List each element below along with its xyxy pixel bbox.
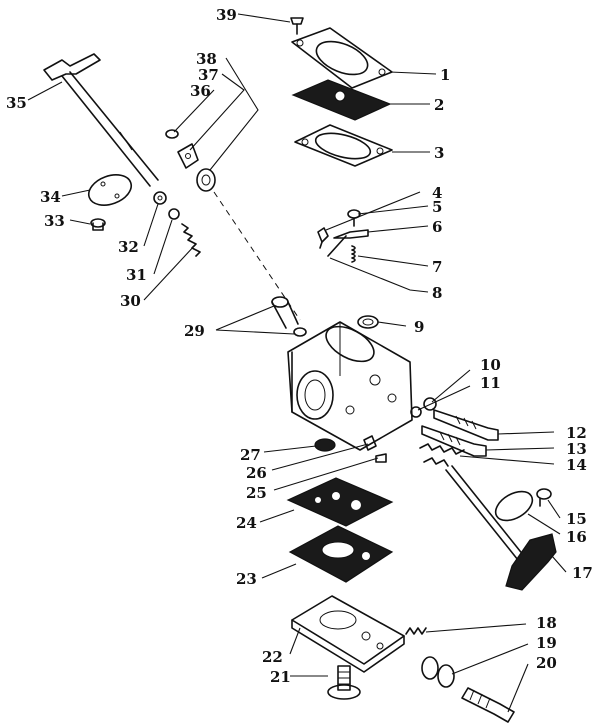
part-23-gasket	[288, 525, 394, 583]
label-36: 36	[190, 82, 211, 100]
part-15-screw	[536, 488, 552, 507]
part-39-screw	[290, 17, 304, 35]
part-38-bushing	[196, 168, 216, 192]
part-number-labels: 39 1 2 3 4 5 6 7 8 9 10 11 12 13 14 15 1…	[6, 6, 593, 686]
part-2-diaphragm	[291, 79, 392, 121]
label-4: 4	[432, 184, 442, 202]
label-8: 8	[432, 284, 442, 302]
label-9: 9	[414, 318, 424, 336]
label-34: 34	[40, 188, 61, 206]
label-17: 17	[572, 564, 593, 582]
part-14-spring	[419, 443, 465, 467]
part-6-lever	[333, 229, 369, 239]
part-5-screw	[347, 209, 361, 227]
label-10: 10	[480, 356, 501, 374]
part-36-screw	[165, 129, 179, 139]
part-7-spring	[351, 245, 356, 263]
part-32-washer	[153, 191, 167, 205]
label-7: 7	[432, 258, 442, 276]
label-11: 11	[480, 374, 501, 392]
part-18-spring	[405, 627, 427, 635]
part-31-clip	[168, 208, 180, 220]
part-4-needle	[317, 227, 329, 249]
part-8-pin	[327, 235, 347, 257]
label-26: 26	[246, 464, 267, 482]
label-25: 25	[246, 484, 267, 502]
part-22-pump-cover	[291, 595, 405, 673]
label-24: 24	[236, 514, 257, 532]
label-38: 38	[196, 50, 217, 68]
part-11-oring	[410, 406, 422, 418]
part-30-spring	[181, 223, 201, 257]
label-20: 20	[536, 654, 557, 672]
label-23: 23	[236, 570, 257, 588]
part-24-diaphragm	[286, 477, 394, 527]
part-26-check-valve	[363, 435, 377, 451]
part-37-lever	[177, 143, 199, 169]
label-12: 12	[566, 424, 587, 442]
label-39: 39	[216, 6, 237, 24]
label-22: 22	[262, 648, 283, 666]
label-14: 14	[566, 456, 587, 474]
label-6: 6	[432, 218, 442, 236]
label-13: 13	[566, 440, 587, 458]
part-29-plugs	[271, 296, 307, 337]
leader-lines	[27, 13, 567, 713]
part-13-needle	[421, 425, 487, 457]
label-35: 35	[6, 94, 27, 112]
label-27: 27	[240, 446, 261, 464]
label-30: 30	[120, 292, 141, 310]
label-29: 29	[184, 322, 205, 340]
label-18: 18	[536, 614, 557, 632]
part-21-screw	[327, 665, 361, 700]
label-32: 32	[118, 238, 139, 256]
part-12-needle	[433, 409, 499, 441]
label-15: 15	[566, 510, 587, 528]
part-1-cover-plate	[291, 27, 393, 89]
part-27-screen	[314, 438, 336, 452]
label-37: 37	[198, 66, 219, 84]
part-35-throttle-shaft	[43, 53, 159, 187]
part-10-washer	[423, 397, 437, 411]
label-19: 19	[536, 634, 557, 652]
part-33-screw	[90, 218, 106, 231]
label-2: 2	[434, 96, 444, 114]
label-31: 31	[126, 266, 147, 284]
label-16: 16	[566, 528, 587, 546]
label-21: 21	[270, 668, 291, 686]
label-5: 5	[432, 198, 442, 216]
shaft-axis-line	[213, 191, 301, 321]
part-19-washer	[421, 656, 455, 688]
part-choke-shaft	[445, 465, 525, 561]
part-25-pin	[375, 453, 387, 463]
part-3-gasket	[294, 124, 393, 167]
part-20-screw	[461, 687, 515, 723]
part-16-choke-plate	[494, 490, 534, 522]
part-17-lever	[505, 533, 557, 591]
label-1: 1	[440, 66, 450, 84]
part-carburetor-body	[287, 321, 413, 451]
part-9-welch-plug	[357, 315, 379, 329]
label-3: 3	[434, 144, 444, 162]
part-34-throttle-plate	[87, 174, 133, 206]
label-33: 33	[44, 212, 65, 230]
